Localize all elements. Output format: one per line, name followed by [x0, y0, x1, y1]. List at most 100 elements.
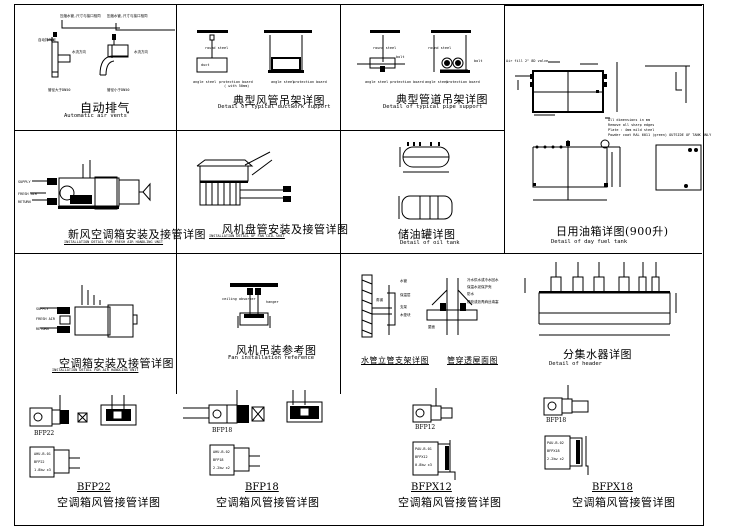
note: protection board	[390, 80, 424, 84]
panel-title-zh: 风机吊装参考图	[236, 344, 317, 357]
note: Air fill 2" 8D valve	[506, 59, 549, 63]
note: 支架	[400, 305, 407, 309]
note: 压缩水管,尺寸与接口相同 压缩水管,尺寸与接口相同	[60, 14, 148, 18]
note: protection board	[446, 80, 480, 84]
panel-title-en: Detail of header	[549, 361, 602, 367]
note: bolt	[474, 59, 483, 63]
note: 管径大于DN50	[48, 88, 71, 92]
col-divider	[176, 4, 177, 394]
note: angle steel	[193, 80, 217, 84]
panel-title-zh: 空调箱安装及接管详图	[59, 357, 174, 370]
note: 橡胶或沥青麻丝填塞	[467, 300, 499, 304]
panel-title-en: INSTALLATION DETAIL FOR AIR HANDLING UNI…	[52, 368, 139, 372]
box-text: BFP22	[34, 460, 45, 464]
note: 保温层	[400, 293, 411, 297]
note: duct	[201, 63, 210, 67]
note: hanger	[266, 300, 279, 304]
col-divider	[504, 4, 505, 253]
note: 角钢	[376, 298, 383, 302]
box-text: 2.2kw x2	[547, 457, 564, 461]
panel-code: BFPX18	[592, 482, 633, 493]
col-divider	[340, 4, 341, 394]
note: protection board	[293, 80, 327, 84]
note: FRESH AIR	[36, 317, 55, 321]
note: FRESH AIR	[18, 192, 37, 196]
note: 管径小于DN50	[107, 88, 130, 92]
note: round steel	[428, 46, 452, 50]
note: ( with 50mm)	[224, 84, 250, 88]
box-text: BFP18	[213, 458, 224, 462]
panel-title-zh: 储油罐详图	[398, 228, 456, 241]
panel-title-zh: 管穿透屋面图	[447, 356, 498, 365]
panel-title-en: INSTALLATION DETAIL OF FAN COIL UNIT	[209, 234, 285, 238]
note: bolt	[396, 55, 405, 59]
panel-title-zh: 典型管道吊架详图	[396, 93, 488, 106]
panel-title-en: Detail of day fuel tank	[551, 239, 628, 245]
note: 水流方向	[134, 50, 148, 54]
note: 水管	[400, 279, 407, 283]
note: SUPPLY	[18, 180, 31, 184]
note: round steel	[373, 46, 397, 50]
note: RETURN	[18, 200, 31, 204]
panel-title-zh: 空调箱风管接管详图	[57, 496, 161, 509]
bfp-label: BFP18	[546, 417, 567, 424]
note: Remove all sharp edges	[608, 123, 655, 127]
bfp-label: BFP22	[34, 430, 55, 437]
panel-title-en: Detail of typical pipe support	[383, 104, 483, 110]
panel-title-en: Automatic air vents	[64, 113, 127, 119]
box-text: BFPX18	[547, 449, 560, 453]
row-divider	[14, 253, 702, 254]
note: angle steel	[365, 80, 389, 84]
panel-code: BFPX12	[411, 482, 452, 493]
note: Plate : 4mm mild steel	[608, 128, 655, 132]
box-text: AHU-B-02	[213, 450, 230, 454]
box-text: 0.8kw x3	[415, 463, 432, 467]
note: 冷水供水或冷水回水	[467, 278, 499, 282]
panel-title-zh: 空调箱风管接管详图	[216, 496, 320, 509]
bfp-label: BFP18	[212, 427, 233, 434]
panel-title-zh: 典型风管吊架详图	[233, 94, 325, 107]
panel-title-zh: 新风空调箱安装及接管详图	[68, 228, 206, 241]
note: round steel	[205, 46, 229, 50]
note: 保温水泥保护壳	[467, 285, 492, 289]
note: 木垫块	[400, 313, 411, 317]
panel-title-zh: 空调箱风管接管详图	[398, 496, 502, 509]
box-text: 1.8kw x3	[34, 468, 51, 472]
panel-code: BFP22	[77, 482, 111, 493]
note: angle steel	[425, 80, 449, 84]
note: 屋面	[428, 325, 435, 329]
box-text: 2.2kw x2	[213, 466, 230, 470]
panel-title-en: Fan installation reference	[228, 355, 315, 361]
bfp-label: BFP12	[415, 424, 436, 431]
panel-title-zh: 空调箱风管接管详图	[572, 496, 676, 509]
panel-title-en: Detail of typical ductwork support	[218, 104, 331, 110]
panel-title-zh: 日用油箱详图(900升)	[556, 225, 669, 238]
box-text: AHU-B-01	[34, 452, 51, 456]
panel-title-zh: 分集水器详图	[563, 348, 632, 361]
note: All dimensions in mm	[608, 118, 651, 122]
note: 水流方向	[72, 50, 86, 54]
note: protection board	[219, 80, 253, 84]
panel-title-en: Detail of oil tank	[400, 240, 460, 246]
note: 防水	[467, 292, 474, 296]
note: angle steel	[271, 80, 295, 84]
box-text: PAU-B-01	[415, 447, 432, 451]
panel-title-zh: 水管立管支架详图	[361, 356, 429, 365]
sheet-frame	[14, 4, 704, 526]
note: Powder coat RAL 6011 (green) OUTSIDE OF …	[608, 133, 712, 137]
